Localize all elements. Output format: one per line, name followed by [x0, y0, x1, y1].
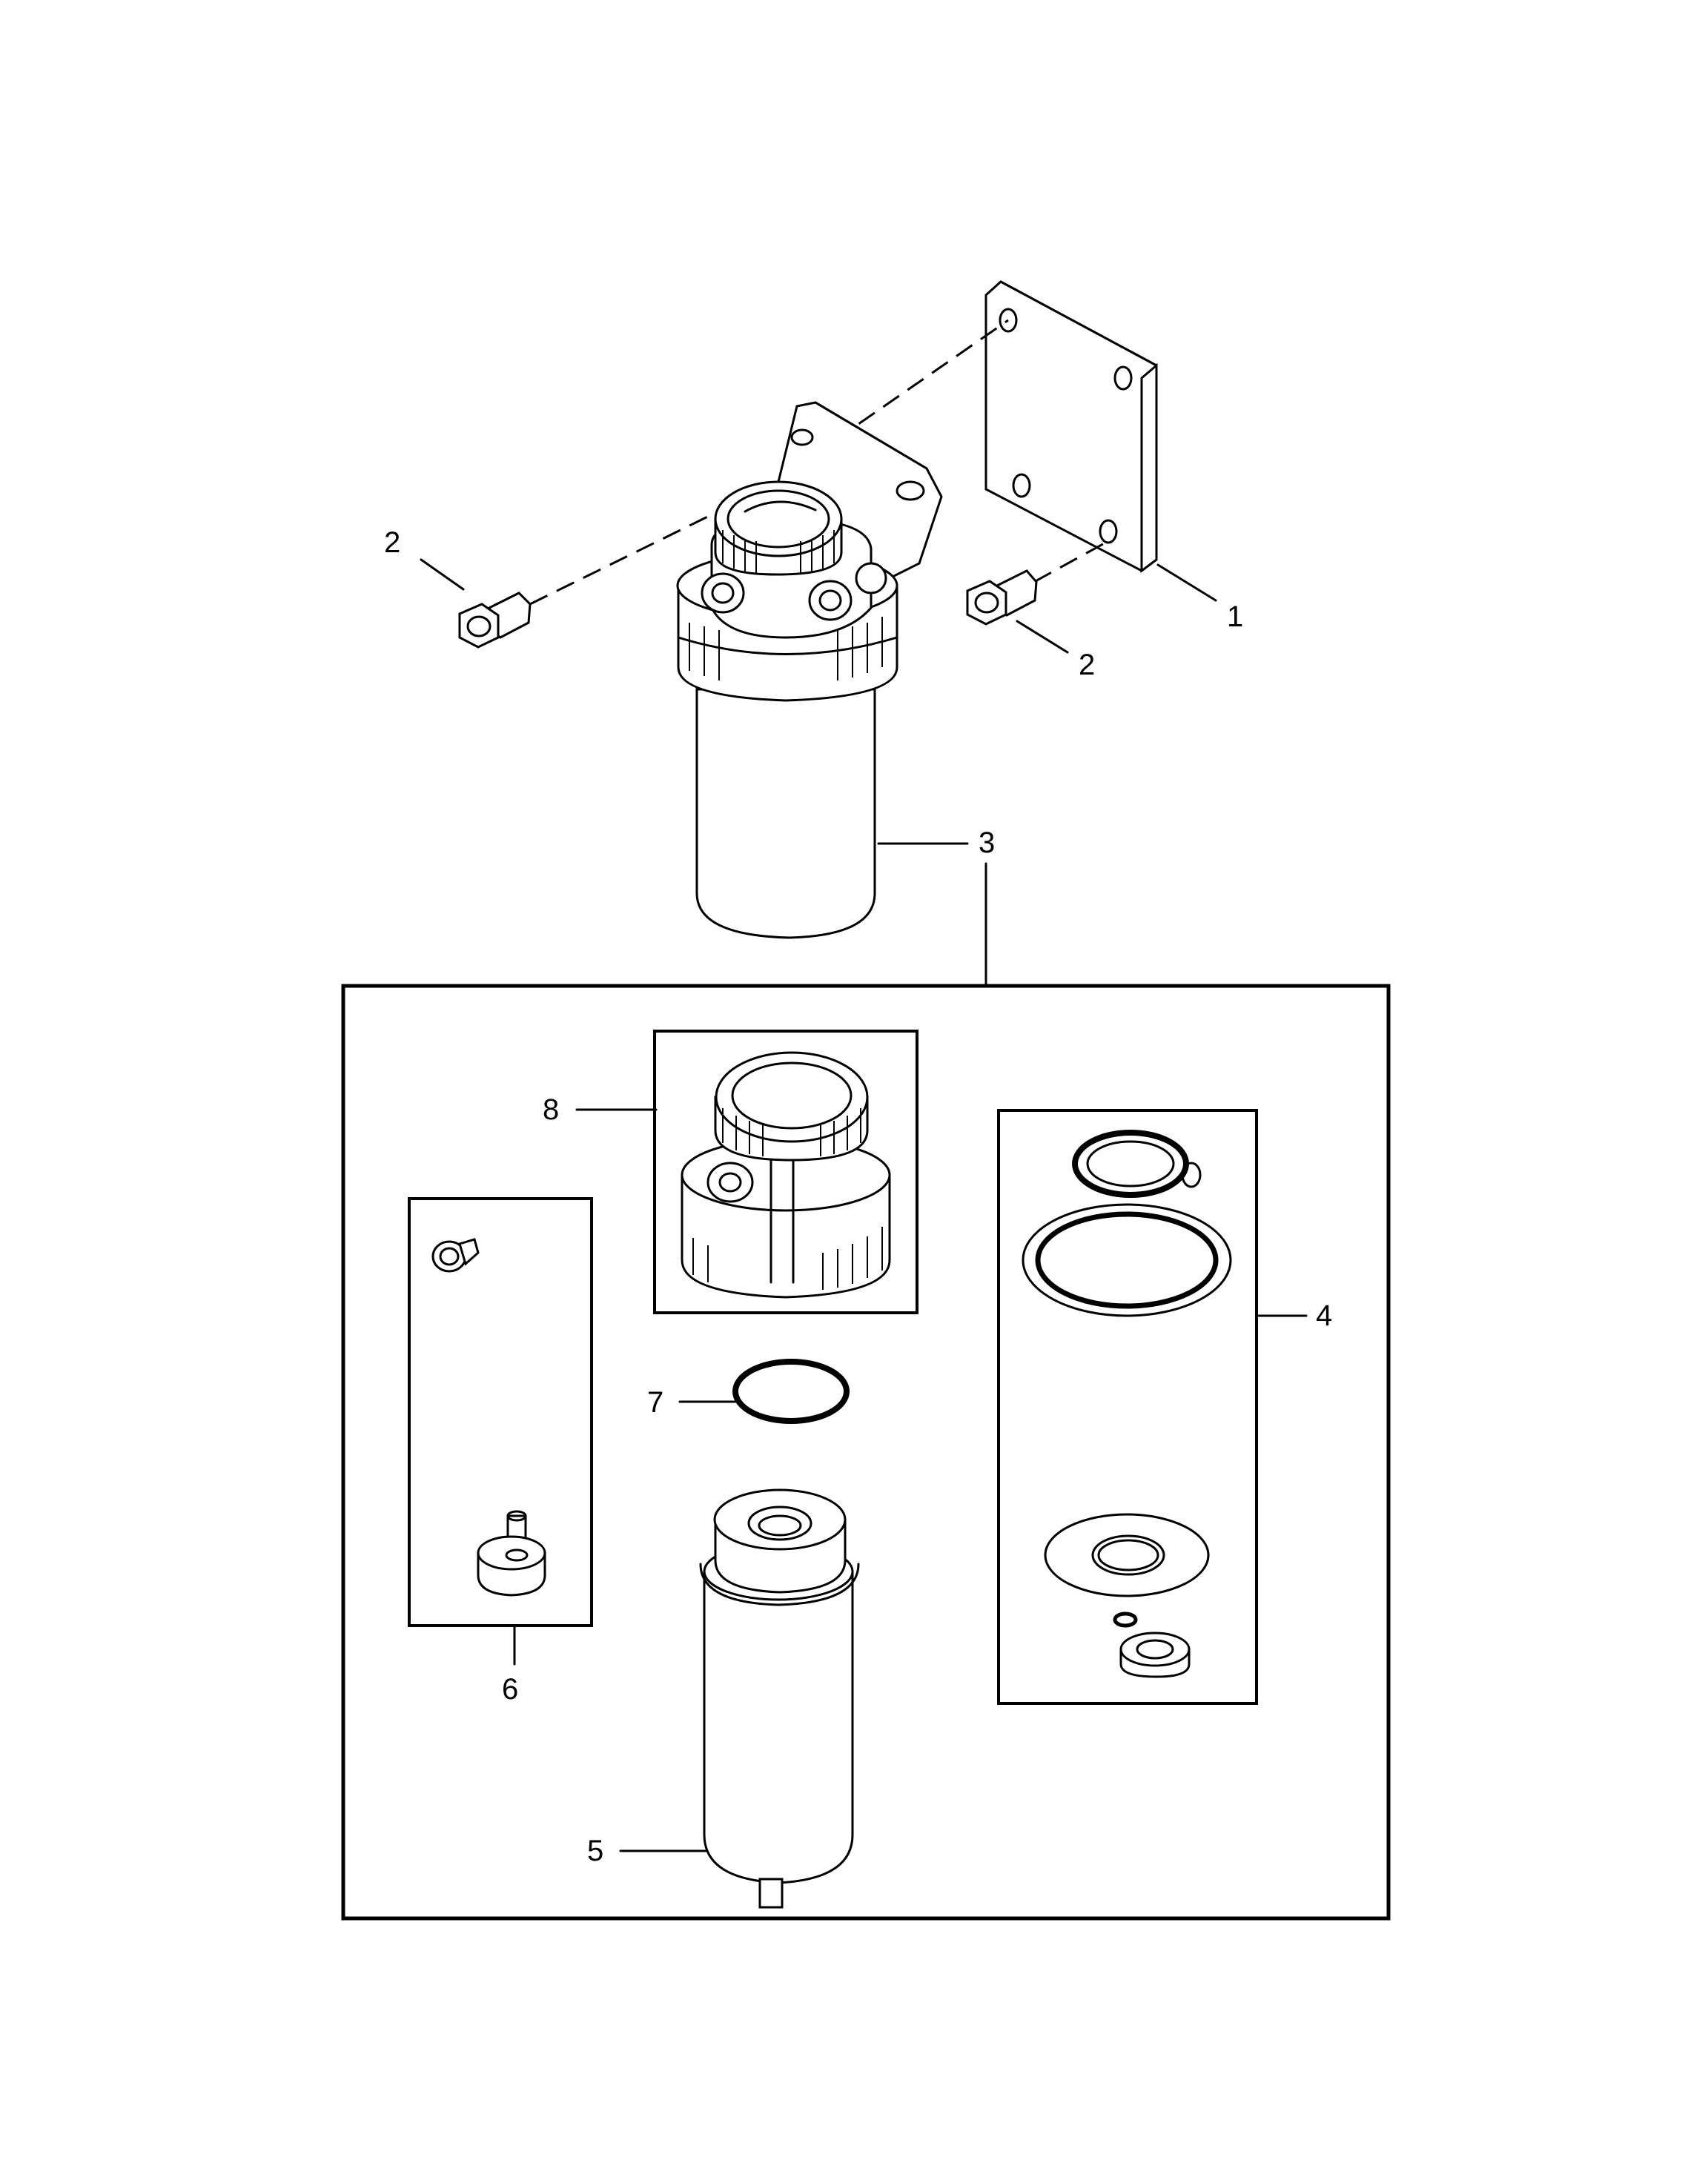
bolt-right-part-2: [966, 569, 1038, 626]
callout-3: 3: [979, 827, 995, 859]
drain-parts-part-6: [408, 1197, 593, 1627]
callout-8: 8: [543, 1093, 559, 1126]
callout-numbers: 1 2 2 3 4 5 6 7 8: [384, 526, 1332, 1867]
callout-7: 7: [647, 1386, 663, 1419]
part-8-box: [653, 1030, 918, 1314]
callout-2-left: 2: [384, 526, 400, 559]
callout-4: 4: [1316, 1299, 1332, 1332]
callout-5: 5: [587, 1835, 603, 1867]
filter-assembly-part-3: [676, 401, 943, 939]
callout-1: 1: [1227, 600, 1243, 633]
o-ring-part-7: [732, 1359, 850, 1424]
callout-2-right: 2: [1079, 649, 1095, 681]
service-kit-frame: [341, 984, 1391, 1921]
filter-element-part-5: [699, 1488, 860, 1909]
cap-assembly-part-8: [653, 1030, 918, 1314]
seal-kit-part-4: [997, 1109, 1258, 1705]
mounting-plate-part-1: [984, 280, 1158, 573]
callout-6: 6: [502, 1673, 518, 1706]
bolt-left-part-2: [458, 592, 532, 649]
leader-lines: [420, 558, 1308, 1852]
part-4-box: [997, 1109, 1258, 1705]
part-6-box: [408, 1197, 593, 1627]
